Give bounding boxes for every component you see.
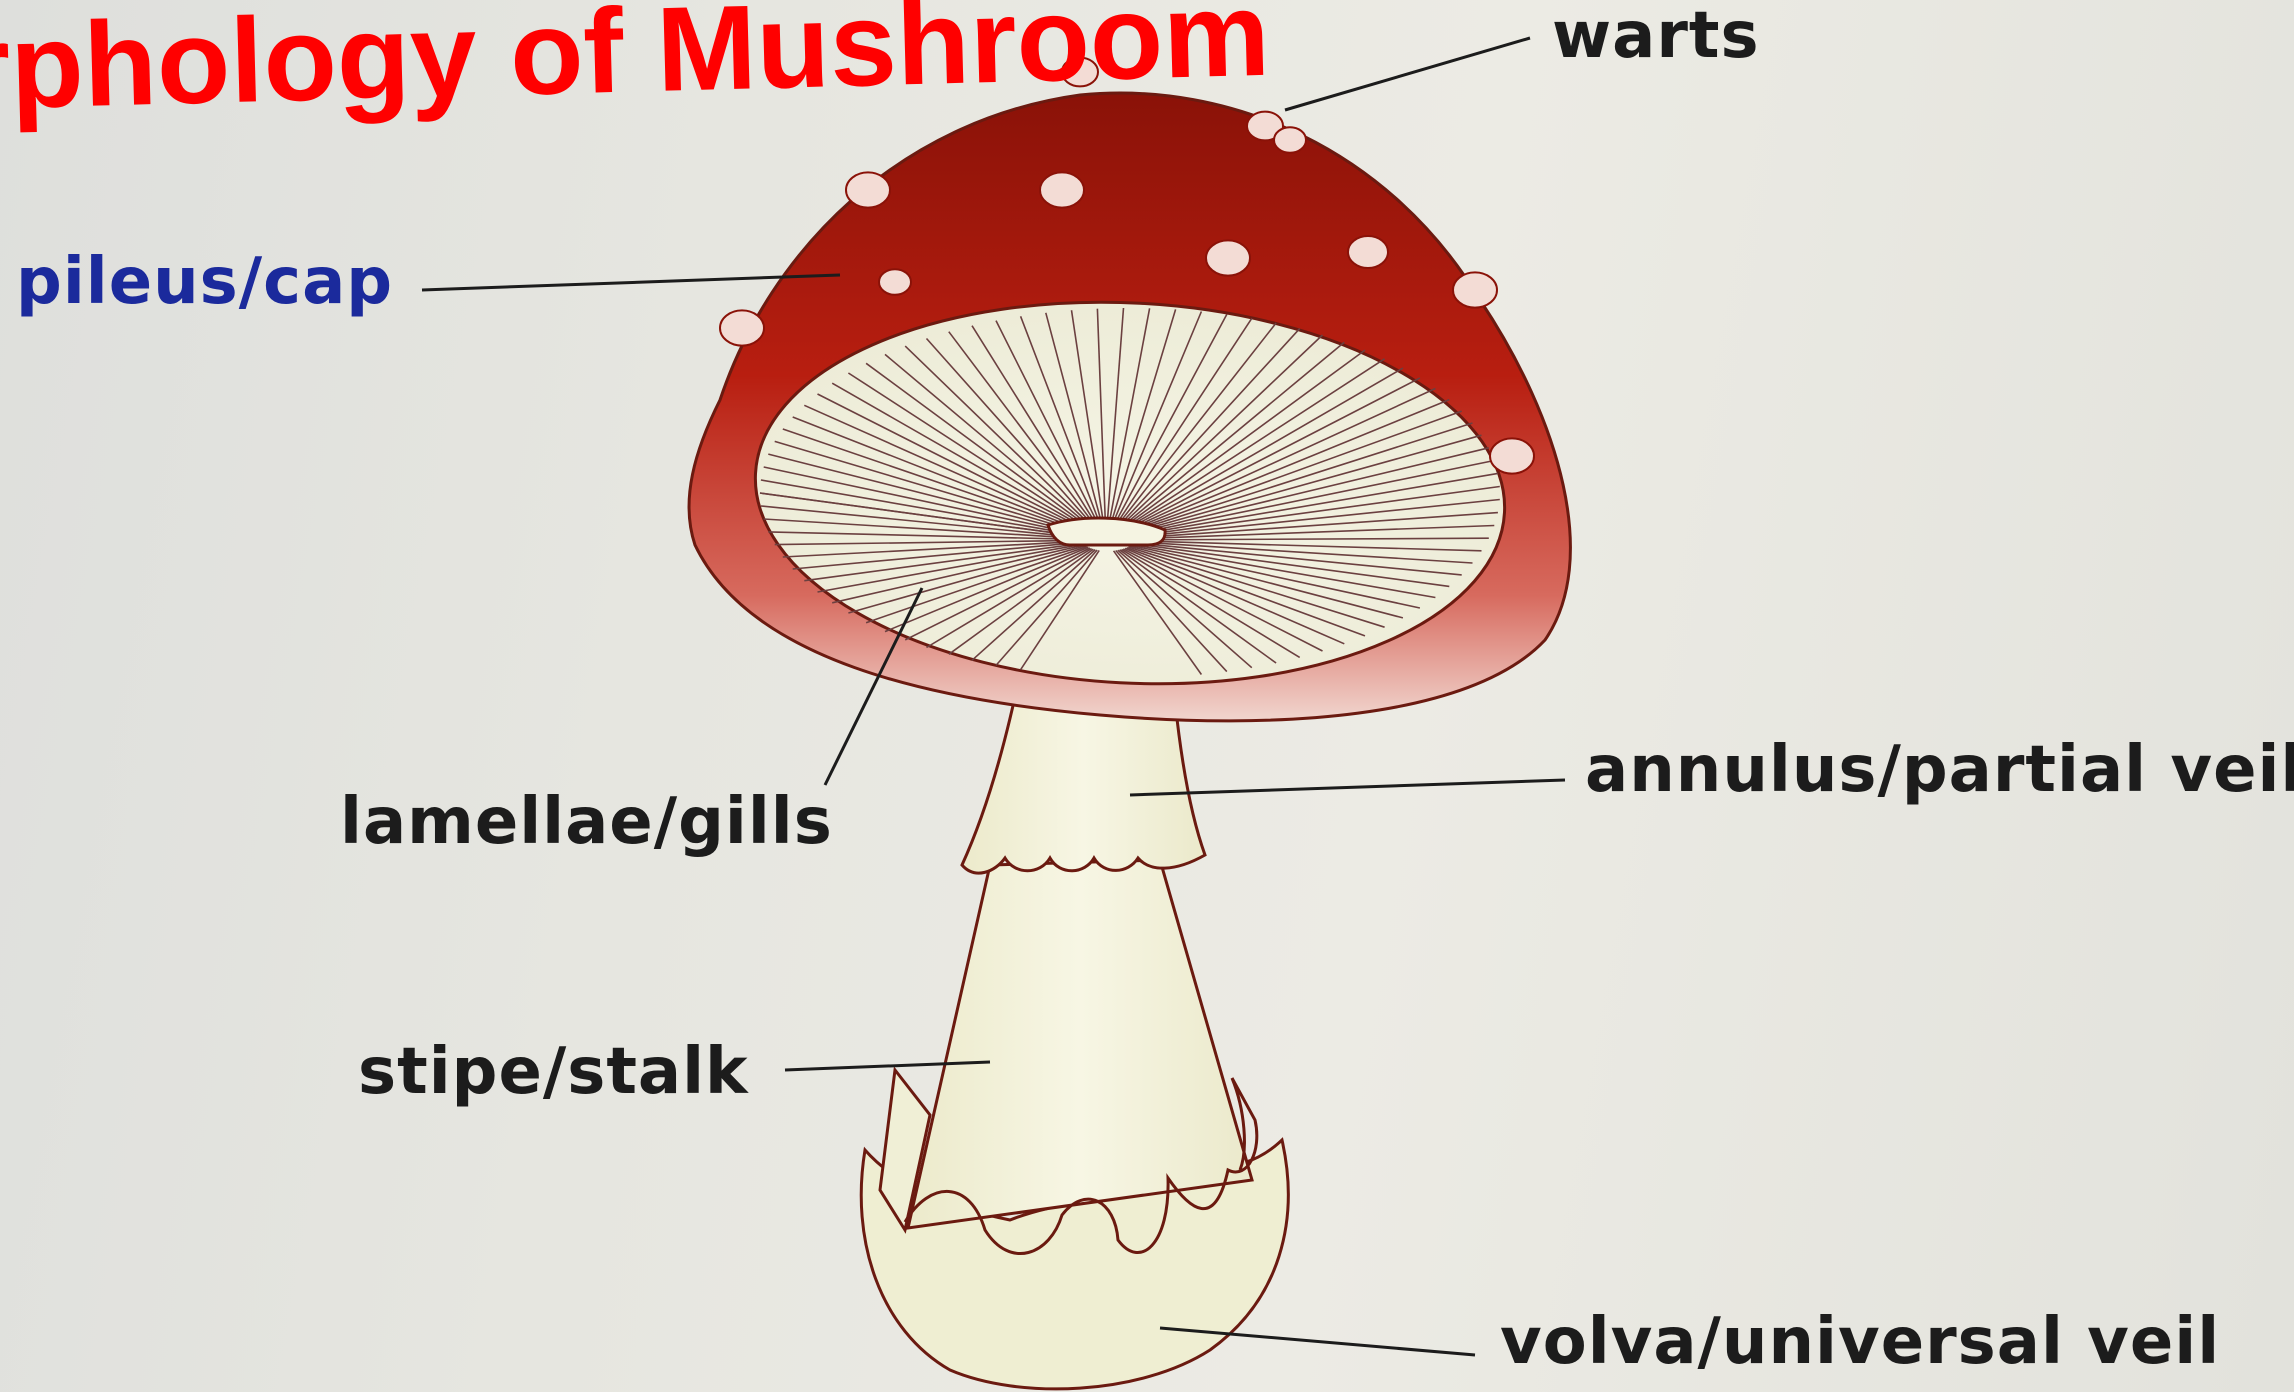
label-stipe: stipe/stalk	[358, 1040, 749, 1104]
wart-spot	[1274, 127, 1306, 153]
wart-spot	[720, 310, 764, 345]
leader-annulus	[1130, 780, 1565, 795]
label-gills: lamellae/gills	[340, 790, 833, 854]
leader-warts	[1285, 38, 1530, 110]
label-volva: volva/universal veil	[1500, 1310, 2220, 1374]
wart-spot	[1453, 272, 1497, 307]
wart-spot	[1206, 240, 1250, 275]
wart-spot	[1490, 438, 1534, 473]
label-annulus: annulus/partial veil	[1585, 738, 2294, 802]
wart-spot	[1040, 172, 1084, 207]
label-warts: warts	[1552, 4, 1760, 68]
wart-spot	[1348, 236, 1388, 268]
wart-spot	[879, 269, 911, 295]
label-cap: pileus/cap	[16, 250, 393, 314]
stipe-shape	[908, 860, 1252, 1228]
wart-spot	[846, 172, 890, 207]
